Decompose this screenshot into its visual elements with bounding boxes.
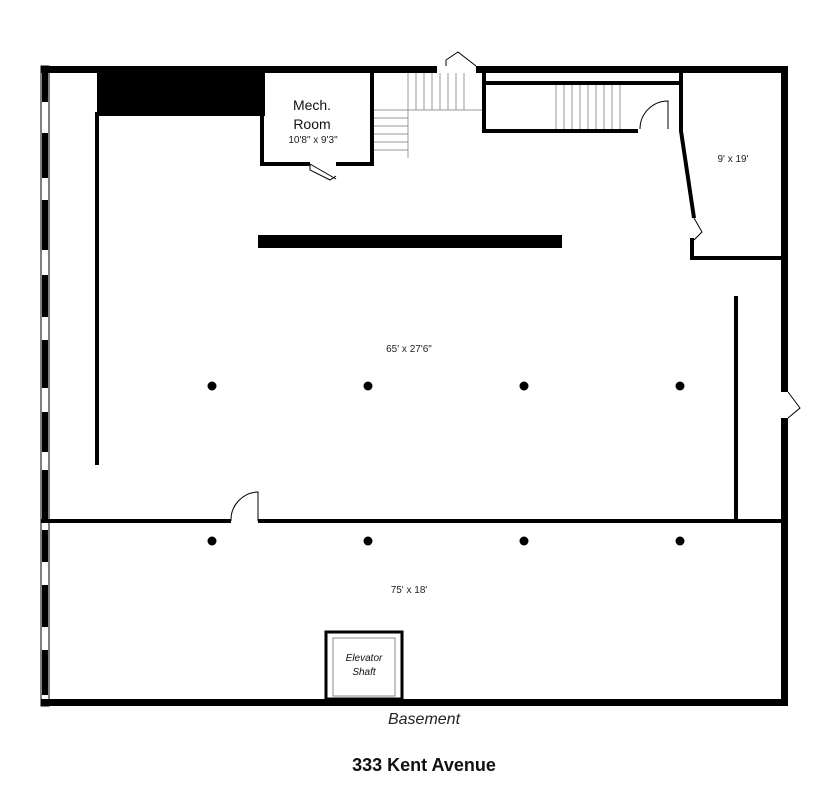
- wall-block: [97, 66, 265, 116]
- left-partition: [95, 112, 99, 465]
- level-label: Basement: [387, 711, 461, 728]
- side-room-dimensions: 9' x 19': [717, 154, 748, 165]
- main-room-dimensions: 65' x 27'6": [386, 344, 432, 355]
- right-partition: [734, 296, 738, 522]
- elevator-label-line2: Shaft: [352, 667, 377, 678]
- side-room: 9' x 19': [679, 73, 781, 260]
- elevator-label-line1: Elevator: [346, 653, 383, 664]
- mech-room-name-line2: Room: [293, 116, 330, 132]
- upper-stair-box: [482, 73, 681, 133]
- front-room-dimensions: 75' x 18': [391, 585, 428, 596]
- right-door: [787, 391, 801, 419]
- central-beam: [258, 235, 562, 248]
- room-divider: [41, 491, 788, 523]
- stair-left: [374, 73, 482, 158]
- left-window-wall: [40, 65, 50, 707]
- mech-room-dimensions: 10'8" x 9'3": [288, 135, 338, 146]
- mech-room-name-line1: Mech.: [293, 97, 331, 113]
- top-door: [445, 51, 477, 67]
- elevator-shaft: Elevator Shaft: [324, 630, 404, 701]
- columns: [207, 381, 685, 546]
- address-title: 333 Kent Avenue: [352, 755, 496, 775]
- mech-room: Mech. Room 10'8" x 9'3": [260, 73, 374, 181]
